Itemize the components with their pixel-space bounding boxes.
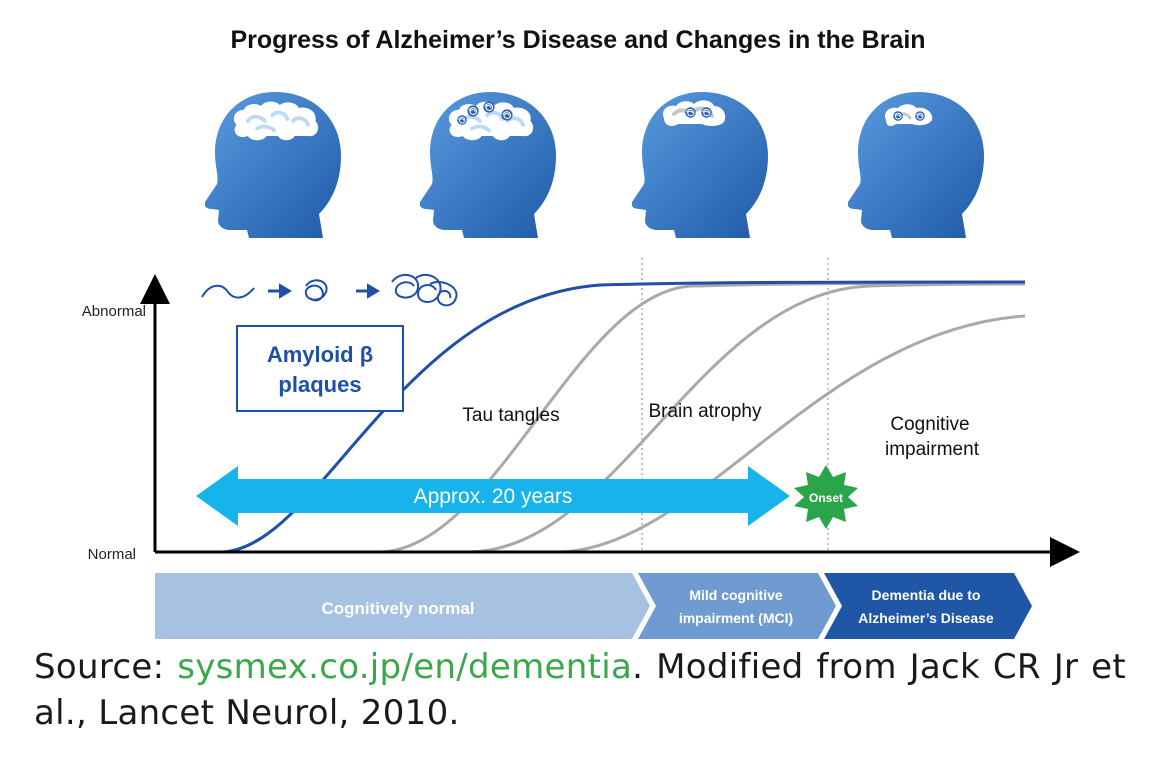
- y-axis-bottom-label: Normal: [88, 546, 136, 563]
- onset-label: Onset: [809, 491, 843, 505]
- source-link[interactable]: sysmex.co.jp/en/dementia: [177, 647, 633, 687]
- head-stage-4-icon: [848, 92, 984, 238]
- stage-mci-label-line-1: Mild cognitive: [689, 587, 783, 603]
- cognitive-impairment-label-line-1: Cognitive: [890, 414, 969, 435]
- head-stage-3-icon: [632, 92, 768, 238]
- stage-dementia: [824, 573, 1032, 639]
- source-citation: Source: sysmex.co.jp/en/dementia. Modifi…: [34, 644, 1126, 736]
- cognitive-impairment-label-line-2: impairment: [885, 439, 980, 460]
- brain-atrophy-label: Brain atrophy: [648, 401, 762, 422]
- stage-cognitively-normal-label: Cognitively normal: [321, 599, 474, 618]
- approx-years-arrow: [196, 466, 790, 526]
- stage-mci: [638, 573, 836, 639]
- y-axis-top-label: Abnormal: [82, 303, 146, 320]
- stage-dementia-label-line-1: Dementia due to: [872, 587, 981, 603]
- approx-years-label: Approx. 20 years: [414, 485, 573, 508]
- source-suffix: . Modified from Jack CR Jr et al., Lance…: [34, 647, 1126, 733]
- stage-mci-label-line-2: impairment (MCI): [679, 610, 793, 626]
- onset-starburst-icon: [794, 465, 858, 529]
- head-stage-1-icon: [205, 92, 341, 238]
- diagram-title: Progress of Alzheimer’s Disease and Chan…: [230, 26, 925, 54]
- source-prefix: Source:: [34, 647, 178, 687]
- amyloid-label-box: [236, 325, 404, 412]
- stage-dementia-label-line-2: Alzheimer’s Disease: [858, 610, 994, 626]
- tau-tangles-label: Tau tangles: [462, 405, 559, 426]
- head-stage-2-icon: [420, 92, 556, 238]
- amyloid-aggregation-icon: [201, 273, 458, 307]
- amyloid-label-line-2: plaques: [278, 372, 361, 397]
- cognitive-impairment-curve: [559, 314, 1026, 554]
- stage-cognitively-normal: [155, 573, 650, 639]
- amyloid-label-line-1: Amyloid β: [267, 342, 373, 367]
